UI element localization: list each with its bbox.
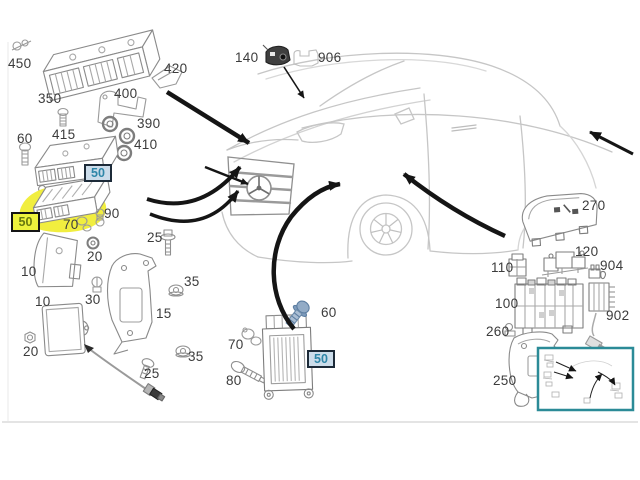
- part-25-screw-upper: [160, 229, 176, 256]
- callout-70-center[interactable]: 70: [228, 337, 244, 352]
- overview-inset[interactable]: [536, 346, 635, 412]
- part-906-bracket: [293, 49, 319, 67]
- callout-30[interactable]: 30: [85, 292, 101, 307]
- part-415-screw: [57, 107, 69, 127]
- arrow-left-to-grille-3: [204, 165, 249, 186]
- part-20-nut-lower: [24, 331, 36, 344]
- callout-25-upper[interactable]: 25: [147, 230, 163, 245]
- arrow-fusebox-to-cowl: [402, 172, 506, 239]
- part-90-clip: [95, 208, 105, 227]
- part-60-bolt-top: [18, 142, 32, 166]
- part-wiring-cable: [84, 344, 166, 402]
- callout-60-center[interactable]: 60: [321, 305, 337, 320]
- callout-420[interactable]: 420: [164, 61, 188, 76]
- callout-25-lower[interactable]: 25: [144, 366, 160, 381]
- callout-350[interactable]: 350: [38, 91, 62, 106]
- callout-904[interactable]: 904: [600, 258, 624, 273]
- callout-450[interactable]: 450: [8, 56, 32, 71]
- callout-415[interactable]: 415: [52, 127, 76, 142]
- part-15-bracket: [106, 253, 157, 355]
- callout-260[interactable]: 260: [486, 324, 510, 339]
- callout-100[interactable]: 100: [495, 296, 519, 311]
- callout-120[interactable]: 120: [575, 244, 599, 259]
- callout-10-lower[interactable]: 10: [35, 294, 51, 309]
- image-frame: [2, 42, 638, 423]
- callout-410[interactable]: 410: [134, 137, 158, 152]
- part-110-relay: [508, 253, 527, 277]
- pointer-arrows: [146, 66, 634, 331]
- callout-50-selected-center[interactable]: 50: [307, 350, 335, 368]
- part-904-fuse: [588, 264, 606, 280]
- callout-906[interactable]: 906: [318, 50, 342, 65]
- callout-50-selected-top[interactable]: 50: [84, 164, 112, 182]
- callout-35-upper[interactable]: 35: [184, 274, 200, 289]
- part-390-grommets: [101, 115, 136, 145]
- part-25-screw-lower: [139, 358, 155, 380]
- arrow-left-to-grille-1: [146, 165, 242, 206]
- part-270-cover: [521, 192, 598, 247]
- mercedes-star-icon: [248, 176, 270, 195]
- callout-20-upper[interactable]: 20: [87, 249, 103, 264]
- arrow-350-to-hood: [165, 90, 251, 145]
- part-35-nut-upper: [168, 284, 184, 297]
- callout-270[interactable]: 270: [582, 198, 606, 213]
- part-50-module-highlighted: [19, 175, 111, 233]
- callout-70-left[interactable]: 70: [63, 217, 79, 232]
- part-450-clip: [11, 39, 32, 51]
- part-10-radar-upper: [33, 232, 82, 288]
- callout-140[interactable]: 140: [235, 50, 259, 65]
- arrow-140-to-hood: [283, 66, 305, 99]
- callout-35-lower[interactable]: 35: [188, 349, 204, 364]
- part-350-module: [42, 29, 161, 102]
- part-70-clip-center: [241, 327, 262, 346]
- callout-902[interactable]: 902: [606, 308, 630, 323]
- arrow-left-to-grille-2: [149, 189, 240, 223]
- part-80-bolt: [230, 360, 266, 384]
- callout-15[interactable]: 15: [156, 306, 172, 321]
- callout-390[interactable]: 390: [137, 116, 161, 131]
- callout-110[interactable]: 110: [491, 260, 514, 275]
- part-10-module-lower: [41, 302, 90, 357]
- callout-90[interactable]: 90: [104, 206, 120, 221]
- part-30-clip: [91, 276, 103, 293]
- callout-20-lower[interactable]: 20: [23, 344, 39, 359]
- callout-250[interactable]: 250: [493, 373, 517, 388]
- grille: [227, 156, 295, 216]
- part-260-clip: [504, 322, 516, 337]
- callout-60-top[interactable]: 60: [17, 131, 33, 146]
- callout-400[interactable]: 400: [114, 86, 138, 101]
- part-20-grommet-upper: [86, 236, 100, 250]
- part-120-relay-module: [541, 250, 589, 277]
- part-50-module-center: [261, 313, 314, 400]
- callout-10-upper[interactable]: 10: [21, 264, 37, 279]
- part-140-camera: [262, 44, 291, 66]
- part-420-bracket: [151, 65, 183, 89]
- callout-50-highlighted[interactable]: 50: [11, 212, 40, 232]
- arrow-ecu-to-fender: [271, 180, 341, 331]
- callout-80[interactable]: 80: [226, 373, 242, 388]
- arrow-right-to-door: [589, 130, 634, 156]
- part-70-clip-left: [76, 216, 92, 232]
- part-410-grommet: [115, 144, 133, 162]
- part-35-nut-lower: [175, 345, 191, 358]
- part-100-fusebox: [514, 277, 584, 336]
